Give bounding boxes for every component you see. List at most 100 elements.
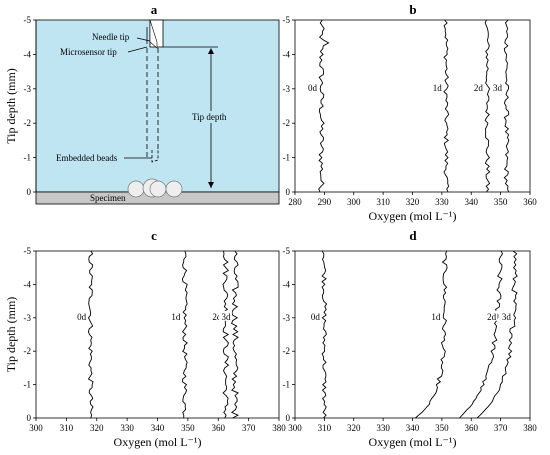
tip-depth-label: Tip depth (192, 112, 227, 122)
panel-a-y-axis: 0 -1 -2 -3 -4 -5 (24, 15, 37, 197)
x-tick-label: 320 (90, 423, 104, 433)
series-label-1d: 1d (171, 312, 181, 322)
x-tick-label: 370 (494, 423, 508, 433)
series-label-bg (305, 81, 319, 92)
series-label-1d: 1d (433, 83, 443, 93)
sensor-dashed (146, 48, 159, 160)
bead (149, 180, 167, 198)
series-label-bg (308, 310, 322, 321)
sensor-tip-dashed (151, 150, 159, 163)
plot-frame (35, 250, 280, 419)
x-tick-label: 310 (318, 423, 332, 433)
needle-tip-leader (136, 37, 151, 42)
x-tick-label: 340 (151, 423, 165, 433)
x-tick-label: 360 (465, 423, 479, 433)
series-line-2d (459, 250, 504, 419)
tip-depth-annotation: Tip depth (163, 46, 233, 188)
microsensor-tip-label: Microsensor tip (60, 47, 117, 57)
x-tick-label: 300 (288, 423, 302, 433)
y-tick-label: -3 (283, 313, 291, 323)
plot-frame (294, 19, 531, 193)
panel-label-d: d (409, 228, 417, 243)
y-tick-label: -4 (283, 49, 291, 59)
embedded-beads (127, 178, 183, 198)
y-tick-label: -5 (283, 15, 291, 25)
y-tick-label: -1 (24, 153, 32, 163)
panel-label-b: b (409, 2, 416, 17)
x-tick-label: 340 (406, 423, 420, 433)
panel-a: a Specimen Tip depth Nee (4, 2, 280, 205)
x-axis-label: Oxygen (mol L⁻¹) (369, 209, 457, 223)
series-label-3d: 3d (493, 83, 503, 93)
y-tick-label: -4 (24, 49, 32, 59)
bead (165, 180, 183, 198)
x-tick-label: 320 (347, 423, 361, 433)
y-tick-label: 0 (27, 413, 32, 423)
y-tick-label: -3 (24, 84, 32, 94)
x-tick-label: 360 (523, 197, 537, 207)
series-line-0d (87, 250, 94, 419)
series-line-3d (476, 250, 518, 419)
y-tick-label: -3 (24, 313, 32, 323)
y-tick-label: -2 (283, 346, 291, 356)
panel-label-c: c (151, 228, 157, 243)
embedded-beads-label: Embedded beads (56, 153, 118, 163)
series-label-0d: 0d (308, 83, 318, 93)
y-tick-label: -2 (24, 118, 32, 128)
x-tick-label: 330 (120, 423, 134, 433)
series-label-2d: 2d (474, 83, 484, 93)
x-axis-label: Oxygen (mol L⁻¹) (114, 435, 202, 449)
microsensor-leader (127, 46, 148, 53)
medium-region (35, 19, 280, 193)
x-tick-label: 280 (288, 197, 302, 207)
series-label-bg (430, 81, 444, 92)
x-tick-label: 350 (181, 423, 195, 433)
y-tick-label: -5 (24, 15, 32, 25)
series-label-bg (484, 310, 498, 321)
x-tick-label: 380 (272, 423, 286, 433)
y-tick-label: -2 (283, 118, 291, 128)
y-tick-label: -1 (283, 380, 291, 390)
panel-label-a: a (151, 2, 158, 17)
tip-depth-label-bg (189, 111, 233, 123)
x-tick-label: 290 (318, 197, 332, 207)
x-tick-label: 340 (465, 197, 479, 207)
needle-bevel (149, 19, 158, 49)
series-label-bg (471, 81, 485, 92)
series-line-3d (503, 19, 510, 193)
x-tick-label: 310 (60, 423, 74, 433)
series-line-3d (230, 250, 240, 419)
y-tick-label: -1 (24, 380, 32, 390)
series-label-bg (499, 310, 513, 321)
series-line-0d (318, 19, 330, 193)
arrow-head-up (208, 48, 214, 54)
series-label-bg (168, 310, 182, 321)
series-label-bg (209, 310, 223, 321)
series-line-1d (181, 250, 188, 419)
x-tick-label: 380 (523, 423, 537, 433)
x-tick-label: 300 (29, 423, 43, 433)
y-tick-label: -5 (283, 246, 291, 256)
bead (127, 180, 145, 198)
specimen-label: Specimen (90, 193, 126, 203)
series-line-0d (321, 250, 328, 419)
series-label-bg (218, 310, 232, 321)
x-tick-label: 310 (376, 197, 390, 207)
series-line-1d (415, 250, 448, 419)
series-label-3d: 3d (502, 312, 512, 322)
series-label-bg (428, 310, 442, 321)
series-label-1d: 1d (431, 312, 441, 322)
series-label-bg (74, 310, 88, 321)
y-tick-label: -1 (283, 153, 291, 163)
series-line-1d (443, 19, 450, 193)
x-tick-label: 360 (212, 423, 226, 433)
series-label-bg (490, 81, 504, 92)
y-tick-label: -2 (24, 346, 32, 356)
y-tick-label: 0 (27, 187, 32, 197)
series-label-3d: 3d (221, 312, 231, 322)
y-tick-label: -3 (283, 84, 291, 94)
x-tick-label: 320 (406, 197, 420, 207)
